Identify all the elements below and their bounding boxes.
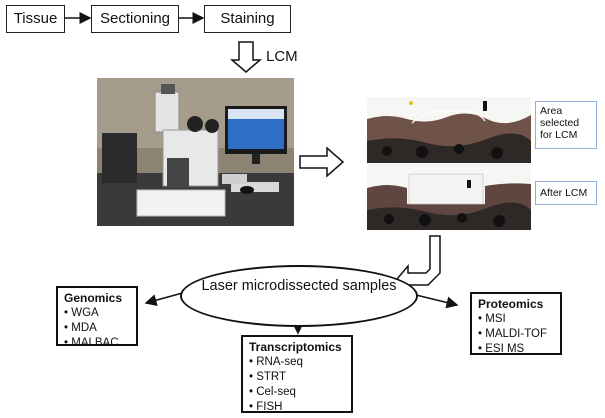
step-staining: Staining	[204, 5, 291, 33]
photo-to-section-arrow	[299, 146, 345, 178]
laser-microdissected-samples: Laser microdissected samples	[180, 265, 418, 327]
genomics-box: Genomics WGA MDA MALBAC	[56, 286, 138, 349]
genomics-item: MALBAC	[64, 336, 130, 351]
transcriptomics-item: RNA-seq	[249, 355, 345, 370]
transcriptomics-box: Transcriptomics RNA-seq STRT Cel-seq FIS…	[241, 335, 353, 413]
arrow-to-proteomics	[411, 293, 459, 309]
step-sectioning: Sectioning	[91, 5, 179, 33]
lcm-label: LCM	[266, 48, 298, 65]
proteomics-item: ESI MS	[478, 342, 554, 357]
transcriptomics-item: FISH	[249, 400, 345, 415]
proteomics-title: Proteomics	[478, 297, 544, 311]
arrow-to-genomics	[144, 291, 187, 307]
proteomics-box: Proteomics MSI MALDI-TOF ESI MS	[470, 292, 562, 355]
transcriptomics-item: STRT	[249, 370, 345, 385]
transcriptomics-item: Cel-seq	[249, 385, 345, 400]
tissue-section-before-lcm	[367, 97, 531, 163]
step-tissue: Tissue	[6, 5, 65, 33]
lcm-down-arrow	[229, 41, 263, 73]
genomics-item: MDA	[64, 321, 130, 336]
genomics-title: Genomics	[64, 291, 123, 305]
lcm-microscope-photo	[97, 78, 294, 226]
proteomics-item: MSI	[478, 312, 554, 327]
tissue-section-after-lcm	[367, 164, 531, 230]
transcriptomics-title: Transcriptomics	[249, 340, 342, 354]
proteomics-item: MALDI-TOF	[478, 327, 554, 342]
callout-after-lcm: After LCM	[535, 181, 597, 205]
callout-area-selected: Area selected for LCM	[535, 101, 597, 149]
genomics-item: WGA	[64, 306, 130, 321]
